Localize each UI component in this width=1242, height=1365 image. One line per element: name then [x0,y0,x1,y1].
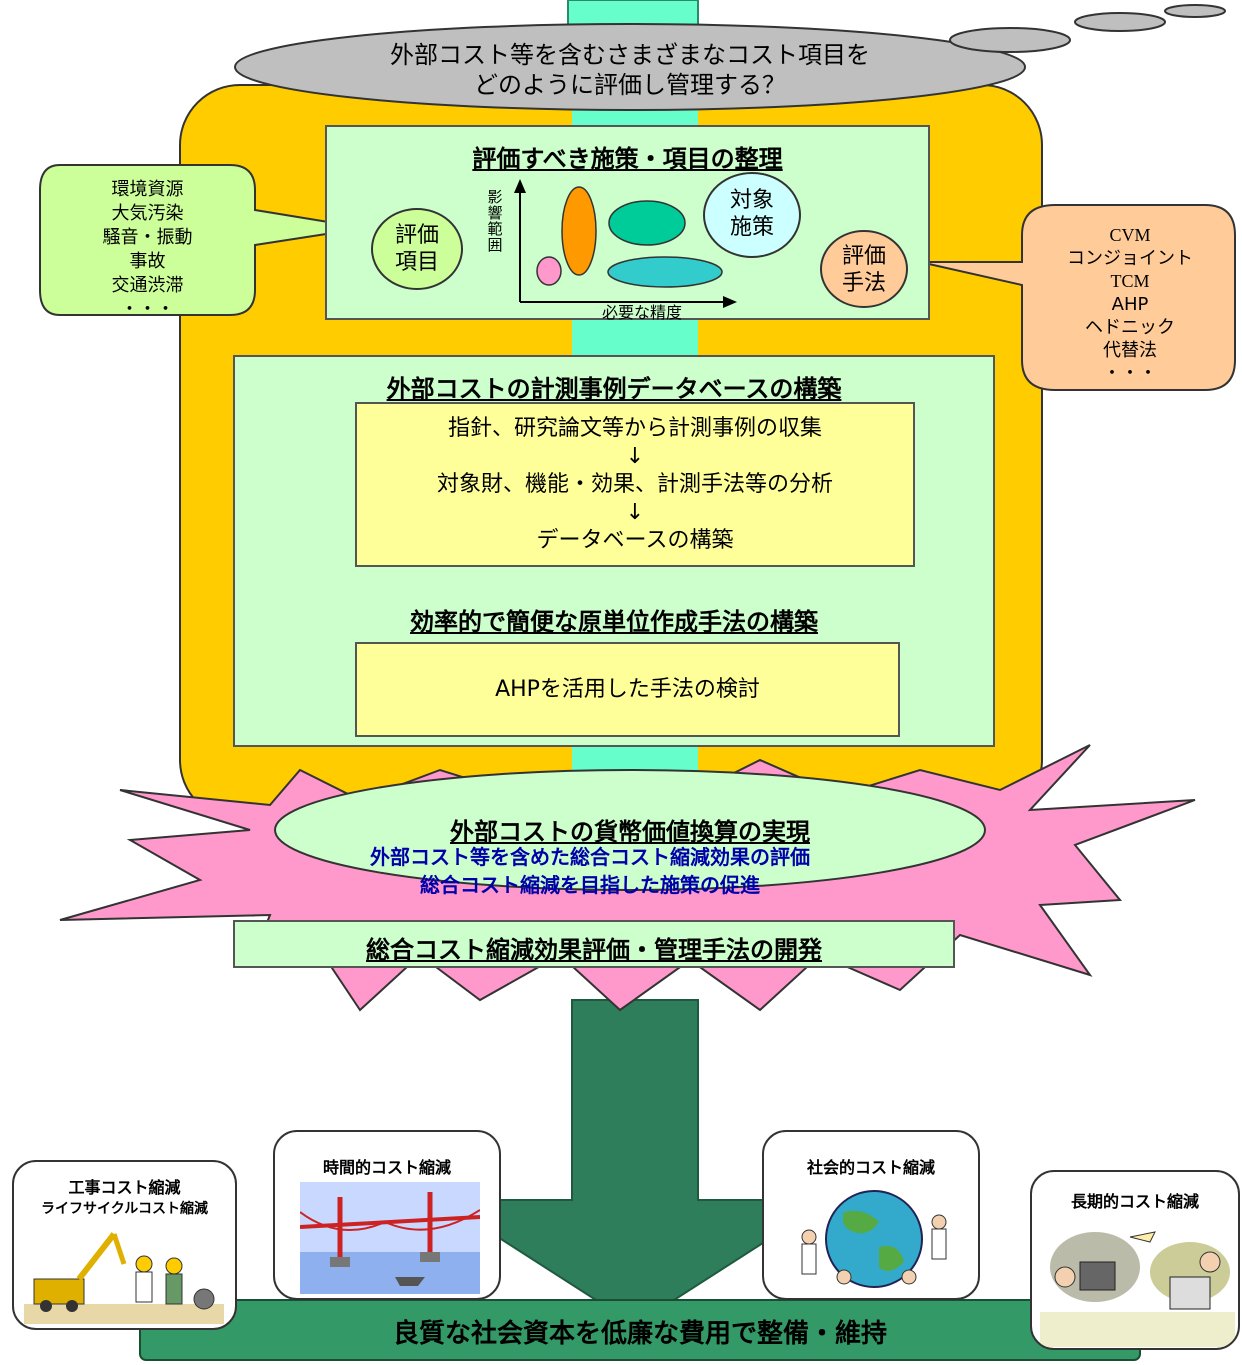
dev-bar-label: 総合コスト縮減効果評価・管理手法の開発 [366,936,822,964]
list-item: 代替法 [1103,340,1157,361]
right-callout-shape [919,204,1236,391]
card-subtitle: ライフサイクルコスト縮減 [40,1201,209,1217]
orange-ellipse [561,186,597,276]
bridge-illustration [300,1182,480,1294]
database-steps-box: 指針、研究論文等から計測事例の収集 ↓ 対象財、機能・効果、計測手法等の分析 ↓… [355,402,915,567]
cloud-question: 外部コスト等を含むさまざまなコスト項目を どのように評価し管理する？ [330,40,930,100]
list-item: 騒音・振動 [102,227,193,248]
list-item: コンジョイント [1067,248,1193,269]
y-axis-label: 影響範囲 [487,188,503,254]
eval-items-label: 評価 項目 [394,223,439,275]
ahp-box: AHPを活用した手法の検討 [355,642,900,737]
list-item: ・・・ [120,299,175,320]
down-arrow-icon: ↓ [625,499,645,525]
office-illustration [1040,1231,1235,1347]
dev-bar: 総合コスト縮減効果評価・管理手法の開発 [233,920,955,968]
target-measures-label: 対象 施策 [729,188,774,240]
target-measures-circle [703,172,801,258]
list-item: 環境資源 [111,179,184,200]
organize-title: 評価すべき施策・項目の整理 [472,145,783,173]
unit-method-title: 効率的で簡便な原単位作成手法の構築 [410,608,818,636]
time-cost-card: 時間的コスト縮減 [273,1130,501,1300]
cloud-line-2: どのように評価し管理する？ [474,71,786,99]
database-title: 外部コストの計測事例データベースの構築 [386,375,842,403]
organize-diagram [371,172,908,308]
eval-methods-label: 評価 手法 [841,244,886,296]
monetization-label: 外部コストの貨幣価値換算の実現 [450,818,810,846]
organize-panel: 評価すべき施策・項目の整理 評価 項目 対象 施策 評価 手法 影響範囲 必要な… [325,125,930,322]
card-title: 長期的コスト縮減 [1070,1192,1199,1211]
small-pink-ellipse [536,256,562,286]
burst-line-2: 総合コスト縮減を目指した施策の促進 [420,873,760,897]
external-cost-item-list: 環境資源 大気汚染 騒音・振動 事故 交通渋滞 ・・・ [60,178,235,322]
longterm-cost-card: 長期的コスト縮減 [1030,1170,1240,1350]
globe-illustration [801,1190,947,1288]
bottom-banner-label: 良質な社会資本を低廉な費用で整備・維持 [392,1319,887,1349]
cloud-line-1: 外部コスト等を含むさまざまなコスト項目を [390,41,870,69]
eval-methods-circle [820,230,908,308]
x-axis-arrow [723,296,737,308]
ahp-label: AHPを活用した手法の検討 [495,676,760,702]
burst-line-1: 外部コスト等を含めた総合コスト縮減効果の評価 [370,845,810,869]
database-panel: 外部コストの計測事例データベースの構築 指針、研究論文等から計測事例の収集 ↓ … [233,355,995,747]
big-down-arrow [436,999,834,1327]
x-axis-label: 必要な精度 [601,303,682,322]
construction-illustration [24,1232,224,1324]
step-analyze: 対象財、機能・効果、計測手法等の分析 [436,471,833,497]
list-item: 交通渋滞 [111,275,184,296]
card-title: 時間的コスト縮減 [322,1158,451,1177]
thought-cloud [234,4,1226,111]
card-title: 社会的コスト縮減 [806,1158,935,1177]
list-item: AHP [1111,294,1149,315]
step-build-db: データベースの構築 [536,527,734,553]
list-item: ・・・ [1103,363,1157,384]
burst-text: 外部コスト等を含めた総合コスト縮減効果の評価 総合コスト縮減を目指した施策の促進 [250,843,930,899]
green-ellipse [608,200,686,246]
list-item: CVM [1109,225,1151,245]
teal-ellipse [607,256,723,288]
monetization-ellipse-shape [274,769,986,891]
social-cost-card: 社会的コスト縮減 [762,1130,980,1300]
down-arrow-icon: ↓ [625,443,645,469]
list-item: TCM [1110,271,1150,291]
eval-items-circle [371,208,463,290]
list-item: 事故 [129,251,166,272]
monetization-ellipse [274,769,986,891]
list-item: 大気汚染 [111,203,184,224]
left-callout-shape [39,164,366,316]
list-item: ヘドニック [1085,317,1175,338]
evaluation-method-list: CVM コンジョイント TCM AHP ヘドニック 代替法 ・・・ [1040,224,1220,385]
step-collect: 指針、研究論文等から計測事例の収集 [447,415,822,441]
y-axis-arrow [514,179,526,193]
construction-cost-card: 工事コスト縮減 ライフサイクルコスト縮減 [12,1160,237,1330]
card-title: 工事コスト縮減 [68,1178,181,1197]
